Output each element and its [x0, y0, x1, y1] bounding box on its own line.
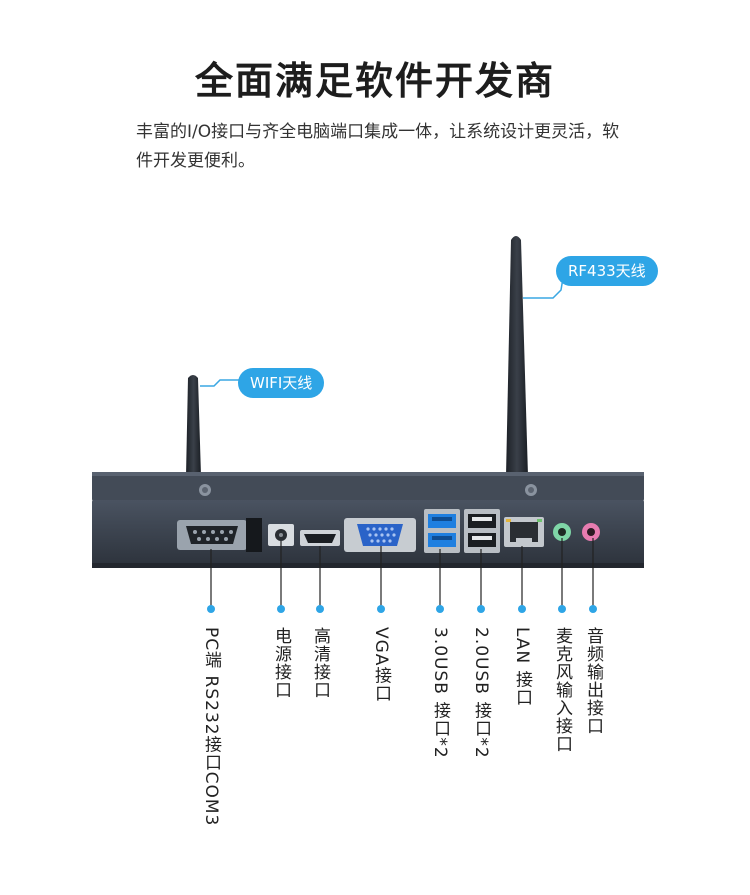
vga-port: [344, 518, 416, 552]
usb3-ports: [424, 509, 460, 553]
port-label-mic: 麦克风输入接口: [552, 627, 572, 753]
port-label-rs232: PC端 RS232接口COM3: [201, 627, 221, 827]
port-label-audio: 音频输出接口: [583, 627, 603, 735]
wifi-callout-line: [200, 379, 240, 387]
lan-port: [504, 517, 544, 547]
port-label-hdmi: 高清接口: [310, 627, 330, 699]
port-label-vga: VGA接口: [371, 627, 391, 703]
port-pointer-dots: [207, 605, 597, 613]
rf-antenna-tag: RF433天线: [556, 256, 658, 286]
port-label-usb2: 2.0USB 接口*2: [471, 627, 491, 759]
rs232-port: [177, 520, 247, 550]
page-title: 全面满足软件开发商: [194, 59, 555, 103]
port-label-power: 电源接口: [271, 627, 291, 699]
rf-antenna: [506, 236, 528, 476]
wifi-antenna-tag: WIFI天线: [238, 368, 325, 398]
audio-out-port: [582, 523, 600, 541]
mic-port: [553, 523, 571, 541]
port-pointer-lines: [210, 538, 594, 608]
hdmi-port: [300, 530, 340, 546]
port-label-lan: LAN 接口: [512, 627, 532, 707]
usb2-ports: [464, 509, 500, 553]
page-description: 丰富的I/O接口与齐全电脑端口集成一体，让系统设计更灵活，软件开发更便利。: [136, 122, 620, 171]
power-port: [268, 524, 294, 546]
rf-callout-line: [523, 277, 564, 299]
port-label-usb3: 3.0USB 接口*2: [430, 627, 450, 759]
wifi-antenna: [186, 375, 201, 476]
